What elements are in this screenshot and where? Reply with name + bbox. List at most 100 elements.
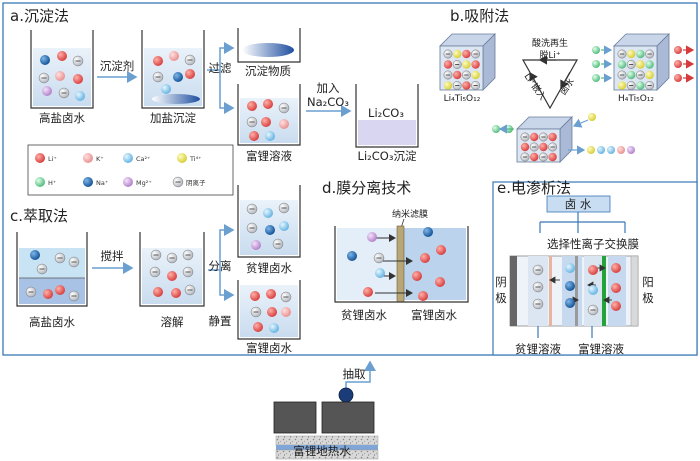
li-ion: [462, 81, 471, 90]
legend-label-h-ion: H⁺: [48, 179, 56, 187]
arrow-filter: [207, 42, 235, 71]
legend-label-na-ion: Na⁺: [96, 179, 108, 187]
building-left: [273, 401, 317, 434]
ca-ion: [565, 263, 575, 273]
li-ion: [548, 152, 557, 162]
beaker-a1-label: 高盐卤水: [39, 111, 85, 125]
cathode-label-2: 极: [495, 291, 507, 305]
membrane-separation-tank: [334, 225, 469, 303]
li-ion: [471, 60, 480, 69]
li-ion: [247, 101, 257, 111]
na-ion: [347, 251, 357, 261]
beaker-c3-label: 贫锂卤水: [246, 261, 292, 275]
building-right: [321, 401, 375, 434]
li-ion: [412, 271, 422, 281]
ca-ion: [279, 221, 289, 231]
beaker-a3-label: 沉淀物质: [245, 64, 291, 78]
li-ion: [153, 56, 163, 66]
ti-ion: [636, 60, 645, 69]
k-ion: [83, 153, 93, 163]
li-ion: [611, 263, 621, 273]
li-ion: [363, 287, 373, 297]
li-ion: [167, 271, 177, 281]
arrow-add-label2: Na₂CO₃: [307, 95, 349, 109]
legend-label-ti-ion: Ti⁴⁺: [189, 155, 202, 163]
h-ion: [645, 60, 654, 69]
li-ion-outputs: [674, 45, 695, 83]
li-ion: [443, 60, 453, 69]
ca-ion: [269, 323, 279, 333]
na-ion: [30, 250, 40, 260]
li-ion: [249, 131, 259, 141]
pump-label: 抽取: [343, 367, 366, 381]
cube1Balls-ions: [443, 49, 481, 90]
cube2Balls-ions: [617, 49, 655, 90]
h-ion: [617, 60, 627, 69]
legend-label-ca-ion: Ca²⁺: [136, 155, 151, 163]
arrow-add-label1: 加入: [317, 81, 340, 95]
cycle-arrow-right: [560, 71, 571, 90]
mg-ion: [123, 177, 133, 187]
cube2-label: H₄Ti₅O₁₂: [618, 94, 654, 104]
anode-label-2: 极: [642, 291, 654, 305]
cathode-label-1: 阴: [495, 275, 507, 289]
lithium-rich-solution-label: 富锂溶液: [578, 342, 624, 356]
ca-ion: [375, 268, 385, 278]
na-ion: [265, 225, 275, 235]
li-ion: [611, 301, 621, 311]
ca-ion: [265, 131, 275, 141]
arrow-filter-label: 过滤: [209, 61, 232, 75]
li-ion: [418, 291, 428, 301]
arrow-separate: [208, 224, 235, 271]
ca-ion: [161, 84, 171, 94]
li-ion: [250, 291, 260, 301]
li-ion: [171, 288, 181, 298]
li-ion: [153, 287, 163, 297]
li-ion: [261, 117, 271, 127]
legend-label-mg-ion: Mg²⁺: [136, 179, 152, 187]
li-ion: [266, 289, 276, 299]
cube1-label: Li₄Ti₅O₁₂: [444, 94, 481, 104]
membrane-arrows: [375, 234, 413, 297]
li-ion: [43, 289, 53, 299]
li-ion: [35, 153, 45, 163]
ti-ion: [645, 70, 654, 80]
li-ion: [420, 253, 430, 263]
li-ion: [530, 152, 539, 162]
ti-ion: [443, 81, 453, 90]
li-ion: [548, 132, 557, 142]
beaker-a2-label: 加盐沉淀: [150, 111, 196, 125]
section-a-title: a.沉淀法: [10, 7, 69, 25]
beaker-c1-label: 高盐卤水: [29, 315, 75, 329]
ca-ion: [588, 285, 598, 295]
gravel-layer-bottom: [275, 449, 379, 460]
li-ion: [263, 99, 273, 109]
section-d-title: d.膜分离技术: [322, 179, 411, 197]
li-ion: [611, 283, 621, 293]
ca-ion: [123, 153, 133, 163]
section-c-title: c.萃取法: [10, 207, 68, 225]
arrow-stir-label: 搅拌: [101, 249, 124, 263]
h-ion: [35, 177, 45, 187]
beaker-a5-label: Li₂CO₃沉淀: [358, 149, 417, 163]
legend-label-li-ion: Li⁺: [48, 155, 57, 163]
li-ion: [588, 265, 598, 275]
beaker-precipitate: [237, 28, 301, 63]
li-ion: [462, 49, 471, 59]
arrow-filter-down: [219, 70, 235, 114]
cycle-top1: 酸洗再生: [532, 37, 568, 49]
brine-label: 卤 水: [565, 197, 592, 211]
ca-ion: [75, 91, 85, 101]
beaker-c4-label: 富锂卤水: [246, 341, 292, 355]
geothermal-water-label: 富锂地热水: [293, 444, 351, 458]
mg-ion: [367, 232, 377, 242]
h-ion-inputs: [592, 45, 613, 83]
arrow-settle-label: 静置: [209, 314, 232, 328]
li-ion: [530, 132, 539, 142]
h-ion: [627, 70, 636, 80]
section-e-title: e.电渗析法: [497, 179, 571, 197]
li-ion: [267, 307, 277, 317]
brine-distribution: [539, 212, 626, 233]
beaker-a5-inner: Li₂CO₃: [368, 106, 404, 120]
cycle-arrow-left: [529, 71, 540, 89]
